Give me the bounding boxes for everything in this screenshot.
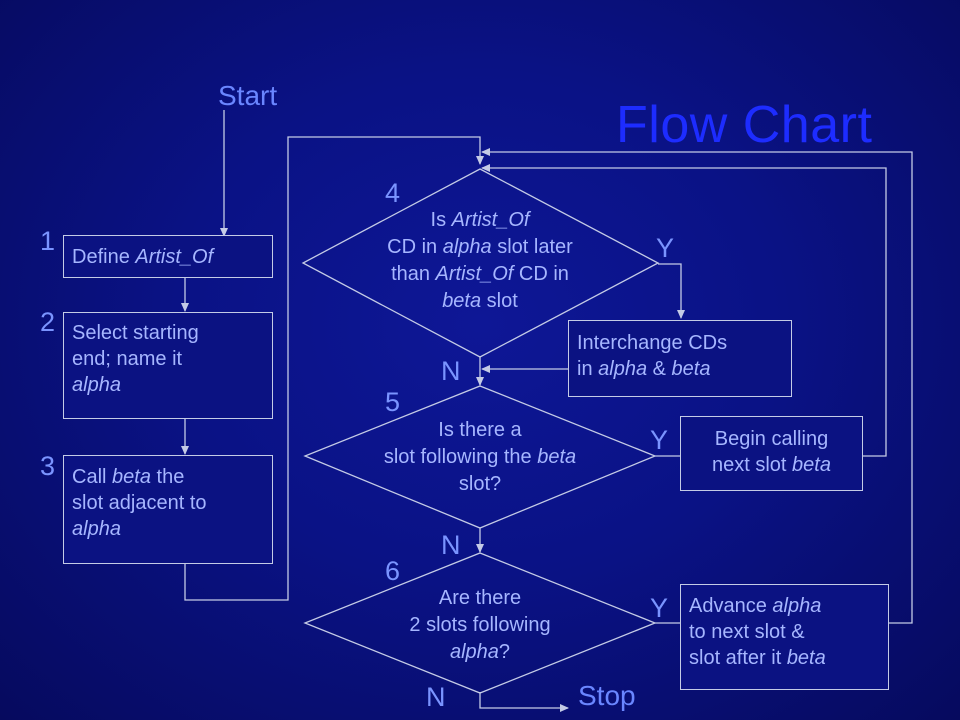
d4-l2-em: alpha: [442, 236, 492, 258]
step-number-4: 4: [385, 178, 401, 208]
start-label: Start: [218, 80, 278, 111]
step3-line2: slot adjacent to: [72, 492, 207, 514]
arrow-step3-to-decision4: [184, 136, 484, 601]
step1-term: Artist_Of: [135, 246, 214, 268]
decision5-diamond: [303, 385, 657, 529]
d4-l1-em: Artist_Of: [451, 209, 530, 231]
d6-l3-post: ?: [498, 641, 511, 663]
d4-l3-post: CD in: [513, 263, 569, 285]
step3-term1: beta: [112, 466, 151, 488]
interchange-l2-em1: alpha: [598, 358, 648, 380]
step2-box: Select starting end; name it alpha: [63, 312, 273, 419]
step-number-5: 5: [385, 387, 401, 417]
advance-line2: to next slot &: [689, 621, 805, 643]
d6-l2: 2 slots following: [409, 614, 551, 636]
interchange-l2-pre: in: [577, 358, 599, 380]
step-number-2: 2: [40, 307, 56, 337]
decision5-yes-label: Y: [650, 425, 669, 455]
decision5-text: Is there a slot following the beta slot?: [330, 417, 630, 498]
begin-l2-em: beta: [792, 454, 831, 476]
d6-l1: Are there: [438, 587, 522, 609]
d4-l3-pre: than: [391, 263, 436, 285]
interchange-l2-mid: &: [647, 358, 672, 380]
step-number-1: 1: [40, 226, 56, 256]
step3-term2: alpha: [72, 518, 121, 540]
advance-l3-pre: slot after it: [689, 647, 787, 669]
begin-line1: Begin calling: [714, 428, 829, 450]
d4-l2-post: slot later: [491, 236, 573, 258]
step2-line1: Select starting: [72, 322, 199, 344]
advance-box: Advance alpha to next slot & slot after …: [680, 584, 889, 690]
arrow-begin-return: [481, 164, 887, 457]
decision4-text: Is Artist_Of CD in alpha slot later than…: [340, 207, 620, 315]
arrow-advance-return: [481, 148, 913, 624]
decision6-no-label: N: [426, 682, 446, 712]
d4-l2-pre: CD in: [387, 236, 443, 258]
decision6-text: Are there 2 slots following alpha?: [330, 585, 630, 666]
step1-text: Define: [72, 246, 136, 268]
d5-l3: slot?: [458, 473, 502, 495]
decision6-diamond: [303, 552, 657, 694]
interchange-l2-em2: beta: [671, 358, 711, 380]
begin-l2-pre: next slot: [712, 454, 793, 476]
step1-box: Define Artist_Of: [63, 235, 273, 278]
d6-l3-em: alpha: [449, 641, 499, 663]
arrow-decision6-no: [479, 692, 569, 712]
step3-pre: Call: [72, 466, 113, 488]
step3-post: the: [150, 466, 185, 488]
decision5-no-label: N: [441, 530, 461, 560]
advance-l1-em: alpha: [772, 595, 822, 617]
d5-l2-pre: slot following the: [383, 446, 538, 468]
advance-l3-em: beta: [786, 647, 826, 669]
step2-term: alpha: [72, 374, 121, 396]
d4-l4-post: slot: [481, 290, 518, 312]
advance-l1-pre: Advance: [689, 595, 773, 617]
d4-l1-pre: Is: [430, 209, 452, 231]
decision4-yes-label: Y: [656, 233, 675, 263]
step-number-6: 6: [385, 556, 401, 586]
d5-l2-em: beta: [537, 446, 577, 468]
begin-calling-box: Begin calling next slot beta: [680, 416, 863, 491]
stop-label: Stop: [578, 680, 636, 711]
d4-l3-em: Artist_Of: [435, 263, 514, 285]
decision4-no-label: N: [441, 356, 461, 386]
step-number-3: 3: [40, 451, 56, 481]
step2-line2: end; name it: [72, 348, 183, 370]
arrow-decision4-yes: [658, 263, 685, 319]
page-title: Flow Chart: [616, 96, 873, 154]
d4-l4-em: beta: [442, 290, 482, 312]
decision4-diamond: [301, 168, 660, 358]
step3-box: Call beta the slot adjacent to alpha: [63, 455, 273, 564]
d5-l1: Is there a: [438, 419, 522, 441]
interchange-line1: Interchange CDs: [577, 332, 728, 354]
decision6-yes-label: Y: [650, 593, 669, 623]
interchange-box: Interchange CDs in alpha & beta: [568, 320, 792, 397]
